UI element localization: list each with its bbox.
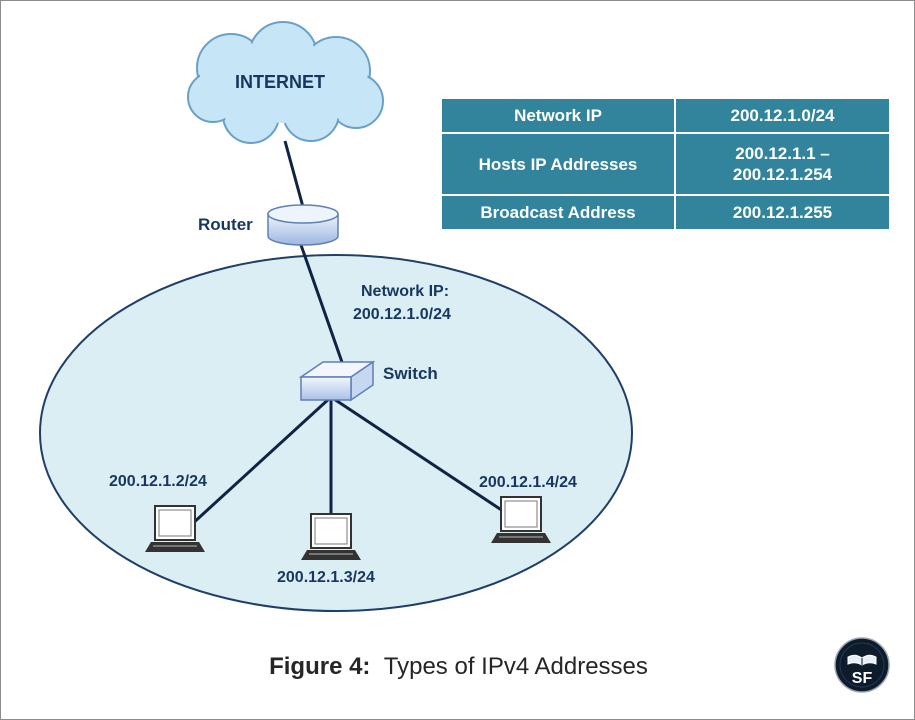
caption-text: Types of IPv4 Addresses	[383, 653, 648, 680]
table-value-text: 200.12.1.1 –	[735, 144, 830, 163]
host-label: 200.12.1.2/24	[109, 473, 207, 490]
host-label: 200.12.1.4/24	[479, 474, 577, 491]
router-label: Router	[198, 215, 253, 234]
laptop-icon	[491, 496, 551, 543]
host-label: 200.12.1.3/24	[277, 569, 375, 586]
switch-label: Switch	[383, 364, 438, 383]
table-key-cell: Broadcast Address	[440, 194, 676, 231]
table-value-cell: 200.12.1.0/24	[674, 97, 891, 134]
router-icon	[267, 204, 339, 246]
network-ip-value: 200.12.1.0/24	[353, 306, 451, 323]
switch-icon	[298, 360, 376, 402]
table-row: Hosts IP Addresses 200.12.1.1 – 200.12.1…	[440, 132, 891, 196]
network-ip-label: Network IP:	[361, 283, 450, 300]
table-key-cell: Network IP	[440, 97, 676, 134]
table-value-text: 200.12.1.255	[732, 203, 833, 222]
logo-graphic: SF	[834, 637, 890, 693]
laptop-icon	[145, 505, 205, 552]
ip-address-table: Network IP 200.12.1.0/24 Hosts IP Addres…	[440, 97, 891, 231]
switch-host1-link	[189, 395, 333, 527]
book-icon	[847, 654, 877, 666]
table-row: Broadcast Address 200.12.1.255	[440, 194, 891, 231]
laptop-icon	[301, 513, 361, 560]
cloud-icon	[187, 21, 384, 144]
table-value-cell: 200.12.1.1 – 200.12.1.254	[674, 132, 891, 196]
internet-router-link	[283, 140, 305, 208]
table-value-text: 200.12.1.254	[732, 165, 833, 184]
switch-host3-link	[330, 395, 504, 513]
sf-logo: SF	[834, 637, 890, 693]
router-switch-link	[299, 244, 345, 366]
caption-prefix: Figure 4:	[269, 653, 371, 680]
table-row: Network IP 200.12.1.0/24	[440, 97, 891, 134]
figure-caption: Figure 4: Types of IPv4 Addresses	[1, 653, 914, 681]
logo-text: SF	[852, 670, 873, 687]
table-value-text: 200.12.1.0/24	[730, 106, 835, 125]
table-key-cell: Hosts IP Addresses	[440, 132, 676, 196]
table-value-cell: 200.12.1.255	[674, 194, 891, 231]
cloud-label: INTERNET	[235, 72, 325, 92]
